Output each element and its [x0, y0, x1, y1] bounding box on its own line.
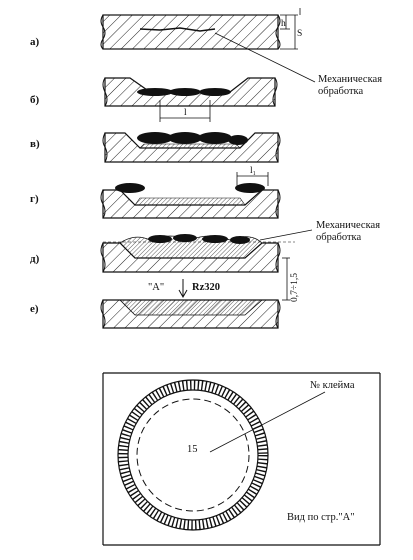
machining1-note-line2: обработка: [318, 86, 363, 97]
machining1-leader: [214, 32, 316, 83]
range-label: 0,7÷1,5: [290, 273, 300, 302]
step-b-label: б): [30, 94, 40, 106]
step-g-plate: [100, 172, 281, 219]
step-e-plate: [100, 279, 281, 329]
roughness-label: Rz320: [192, 282, 220, 293]
dim-h-label: h: [281, 19, 286, 29]
step-v-plate: [102, 132, 281, 163]
step-g-label: г): [30, 193, 39, 205]
stamp-label: № клейма: [310, 380, 355, 391]
crack-line: [139, 27, 216, 32]
step-a-plate: [100, 8, 301, 50]
view-caption: Вид по стр."А": [287, 512, 355, 523]
stamp-leader: [209, 391, 326, 453]
step-d-label: д): [30, 253, 40, 265]
dim-s-label: S: [297, 29, 302, 39]
step-e-label: е): [30, 303, 39, 315]
view-a-frame: [102, 372, 381, 546]
dim-l1-label: l₁: [250, 166, 256, 176]
step-b-plate: [102, 77, 278, 122]
machining1-note-line1: Механическая: [318, 74, 382, 85]
step-a-label: а): [30, 36, 40, 48]
machining2-leader: [259, 229, 313, 241]
range-dimension: [282, 257, 290, 301]
stamp-number: 15: [187, 444, 198, 455]
step-d-plate: [100, 234, 295, 273]
view-mark-label: "А": [148, 282, 164, 293]
dim-l-label: l: [184, 108, 187, 118]
machining2-note-line1: Механическая: [316, 220, 380, 231]
machining2-note-line2: обработка: [316, 232, 361, 243]
stamp-ring: [117, 379, 269, 531]
step-v-label: в): [30, 138, 40, 150]
